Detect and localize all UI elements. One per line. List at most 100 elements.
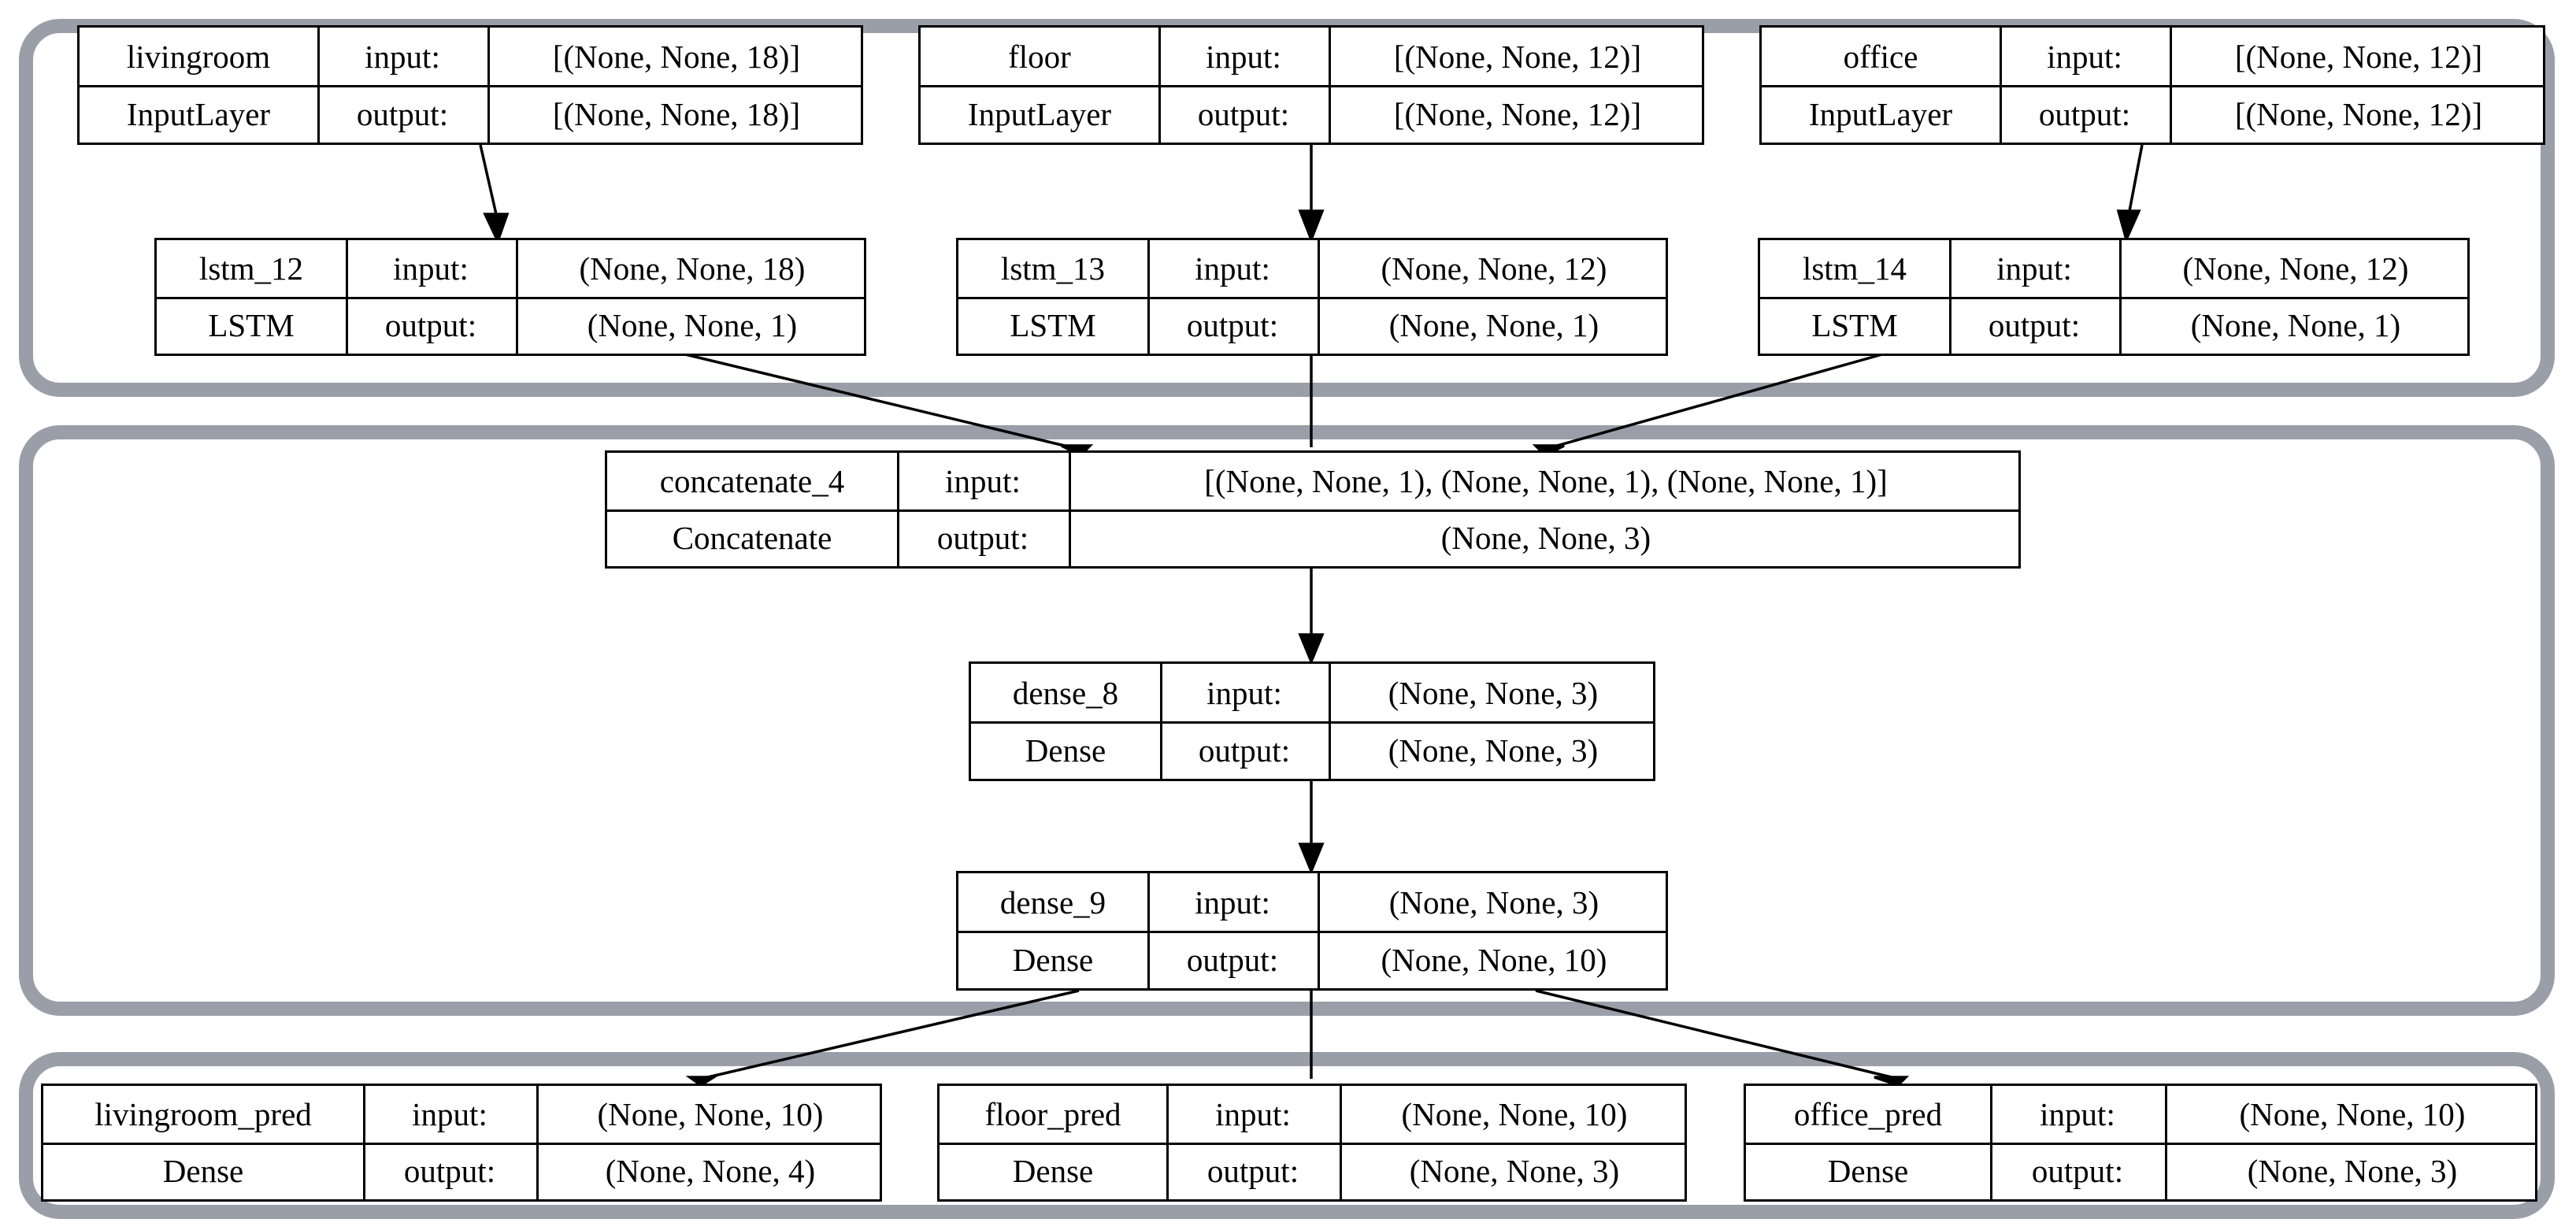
node-name: floor_pred xyxy=(984,1096,1121,1132)
output-label: output: xyxy=(384,307,477,343)
input-label: input: xyxy=(412,1096,487,1132)
node-name: office xyxy=(1843,38,1918,75)
node-type: Dense xyxy=(1012,1153,1094,1189)
edge-floor-lstm13-arrow xyxy=(1298,209,1325,243)
output-label: output: xyxy=(1198,732,1291,769)
edge-livingroom-lstm12 xyxy=(479,144,498,215)
input-shape: (None, None, 18) xyxy=(579,250,806,287)
output-label: output: xyxy=(1186,941,1279,978)
input-shape: (None, None, 12) xyxy=(1381,250,1607,287)
edge-dense9-livingroom-pred xyxy=(700,989,1080,1080)
node-name: livingroom_pred xyxy=(95,1096,312,1132)
output-shape: (None, None, 3) xyxy=(1388,732,1599,769)
node-lstm-12: lstm_12 LSTM input: output: (None, None,… xyxy=(154,238,866,356)
output-label: output: xyxy=(1186,307,1279,343)
input-shape: (None, None, 3) xyxy=(1388,884,1599,921)
node-dense-9: dense_9 Dense input: output: (None, None… xyxy=(956,871,1668,991)
node-type: InputLayer xyxy=(1808,95,1953,132)
node-lstm-14: lstm_14 LSTM input: output: (None, None,… xyxy=(1758,238,2470,356)
input-label: input: xyxy=(1206,674,1282,711)
node-type: Concatenate xyxy=(672,520,832,556)
edge-lstm12-concat xyxy=(684,353,1072,449)
node-name: floor xyxy=(1008,38,1071,75)
input-shape: [(None, None, 1), (None, None, 1), (None… xyxy=(1204,463,1888,499)
edge-dense9-office-pred xyxy=(1535,989,1899,1080)
output-label: output: xyxy=(2038,95,2131,132)
output-label: output: xyxy=(1206,1153,1299,1189)
input-label: input: xyxy=(945,463,1021,499)
node-type: LSTM xyxy=(1010,307,1096,343)
input-label: input: xyxy=(2040,1096,2115,1132)
input-shape: (None, None, 12) xyxy=(2182,250,2409,287)
input-shape: [(None, None, 12)] xyxy=(2234,38,2483,75)
node-type: LSTM xyxy=(1811,307,1898,343)
output-shape: (None, None, 4) xyxy=(605,1153,816,1189)
edge-office-lstm14 xyxy=(2128,144,2144,212)
merge-group-frame xyxy=(19,425,2555,1016)
edge-lstm14-concat xyxy=(1551,353,1883,449)
input-label: input: xyxy=(2047,38,2122,75)
node-type: Dense xyxy=(1025,732,1106,769)
node-name: office_pred xyxy=(1793,1096,1943,1132)
output-shape: (None, None, 10) xyxy=(1381,941,1607,978)
input-label: input: xyxy=(365,38,440,75)
output-shape: (None, None, 3) xyxy=(1409,1153,1620,1189)
node-office-pred: office_pred Dense input: output: (None, … xyxy=(1744,1084,2537,1202)
input-label: input: xyxy=(1996,250,2072,287)
node-name: livingroom xyxy=(126,38,271,75)
edge-dense8-dense9-arrow xyxy=(1298,843,1325,875)
node-livingroom-pred: livingroom_pred Dense input: output: (No… xyxy=(41,1084,882,1202)
node-concatenate-4: concatenate_4 Concatenate input: output:… xyxy=(605,450,2021,569)
output-shape: (None, None, 1) xyxy=(1388,307,1599,343)
edge-dense9-office-pred-arrow xyxy=(1874,1076,1910,1087)
node-name: lstm_12 xyxy=(198,250,304,287)
input-label: input: xyxy=(1195,250,1270,287)
node-name: lstm_13 xyxy=(1000,250,1106,287)
node-lstm-13: lstm_13 LSTM input: output: (None, None,… xyxy=(956,238,1668,356)
edge-concat-dense8-arrow xyxy=(1298,633,1325,665)
edge-livingroom-lstm12-arrow xyxy=(483,213,510,245)
output-shape: [(None, None, 12)] xyxy=(1393,95,1642,132)
output-label: output: xyxy=(2031,1153,2124,1189)
node-office: office InputLayer input: output: [(None,… xyxy=(1759,25,2545,145)
input-shape: (None, None, 10) xyxy=(2239,1096,2466,1132)
output-label: output: xyxy=(356,95,449,132)
output-label: output: xyxy=(403,1153,496,1189)
input-label: input: xyxy=(1195,884,1270,921)
node-dense-8: dense_8 Dense input: output: (None, None… xyxy=(969,661,1655,781)
edge-office-lstm14-arrow xyxy=(2116,209,2141,244)
node-name: concatenate_4 xyxy=(659,463,845,499)
input-label: input: xyxy=(1215,1096,1291,1132)
output-label: output: xyxy=(936,520,1029,556)
node-floor: floor InputLayer input: output: [(None, … xyxy=(918,25,1704,145)
output-group-frame xyxy=(19,1052,2555,1219)
output-label: output: xyxy=(1988,307,2081,343)
output-shape: (None, None, 1) xyxy=(587,307,798,343)
node-type: Dense xyxy=(1827,1153,1909,1189)
node-floor-pred: floor_pred Dense input: output: (None, N… xyxy=(937,1084,1687,1202)
input-shape: (None, None, 10) xyxy=(597,1096,824,1132)
node-livingroom: livingroom InputLayer input: output: [(N… xyxy=(77,25,863,145)
input-shape: [(None, None, 12)] xyxy=(1393,38,1642,75)
input-shape: (None, None, 10) xyxy=(1401,1096,1628,1132)
node-type: Dense xyxy=(162,1153,244,1189)
node-type: Dense xyxy=(1012,941,1094,978)
output-shape: [(None, None, 18)] xyxy=(552,95,801,132)
output-shape: [(None, None, 12)] xyxy=(2234,95,2483,132)
input-label: input: xyxy=(393,250,469,287)
output-shape: (None, None, 1) xyxy=(2190,307,2401,343)
input-shape: [(None, None, 18)] xyxy=(552,38,801,75)
input-label: input: xyxy=(1206,38,1281,75)
node-name: dense_9 xyxy=(999,884,1106,921)
output-shape: (None, None, 3) xyxy=(2247,1153,2458,1189)
node-name: lstm_14 xyxy=(1802,250,1907,287)
node-type: InputLayer xyxy=(126,95,271,132)
output-label: output: xyxy=(1197,95,1290,132)
node-type: InputLayer xyxy=(967,95,1112,132)
edge-dense9-livingroom-pred-arrow xyxy=(685,1076,719,1087)
output-shape: (None, None, 3) xyxy=(1440,520,1651,556)
node-name: dense_8 xyxy=(1012,674,1119,711)
node-type: LSTM xyxy=(208,307,295,343)
input-shape: (None, None, 3) xyxy=(1388,674,1599,711)
